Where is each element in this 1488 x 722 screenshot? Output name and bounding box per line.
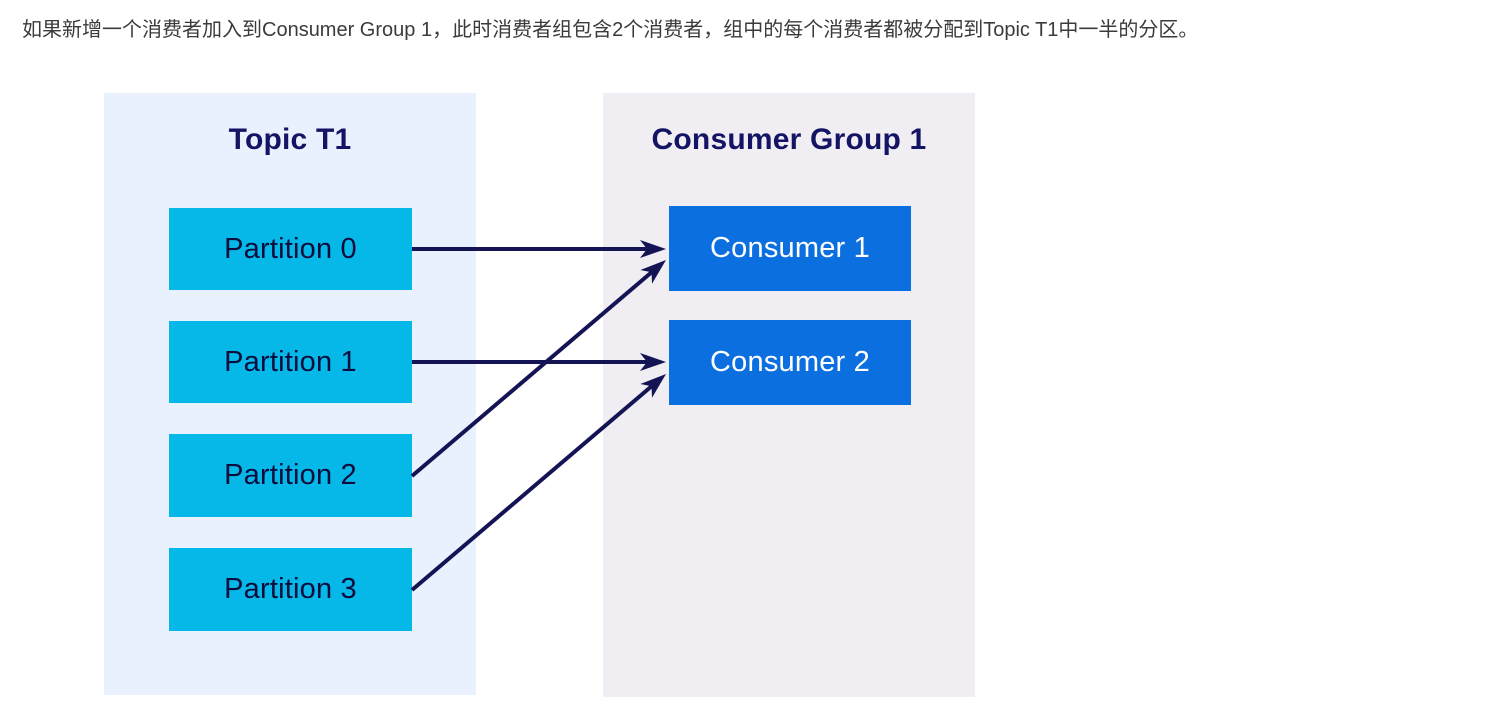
partition-box-3[interactable]: Partition 3 [169,548,412,631]
consumer-box-2[interactable]: Consumer 2 [669,320,911,405]
topic-panel: Topic T1 Partition 0 Partition 1 Partiti… [104,93,476,695]
topic-panel-title: Topic T1 [228,123,352,156]
consumer-box-1[interactable]: Consumer 1 [669,206,911,291]
page-caption: 如果新增一个消费者加入到Consumer Group 1，此时消费者组包含2个消… [22,19,1199,41]
partition-box-0[interactable]: Partition 0 [169,208,412,290]
consumer-group-panel-title: Consumer Group 1 [651,123,927,156]
partition-box-1[interactable]: Partition 1 [169,321,412,403]
partition-box-2[interactable]: Partition 2 [169,434,412,517]
consumer-group-panel: Consumer Group 1 Consumer 1 Consumer 2 [603,93,975,697]
